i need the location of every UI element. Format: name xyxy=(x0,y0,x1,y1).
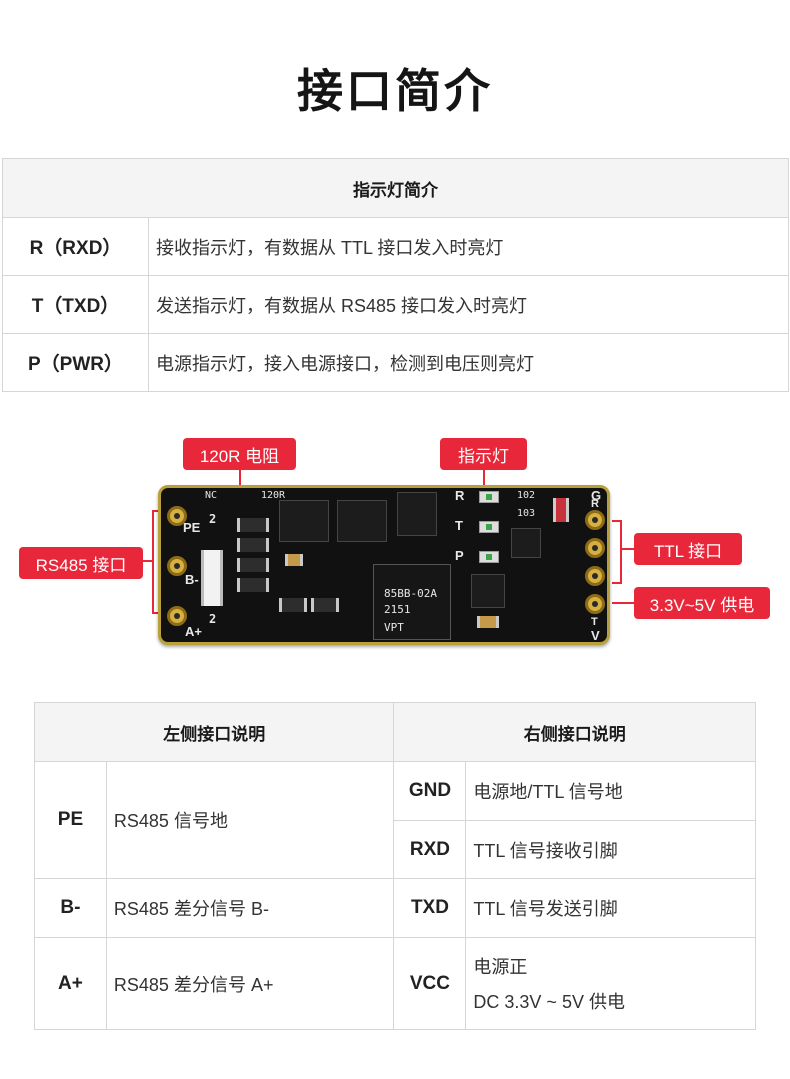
indicator-desc: 发送指示灯，有数据从 RS485 接口发入时亮灯 xyxy=(148,275,789,334)
table-row: R（RXD） 接收指示灯，有数据从 TTL 接口发入时亮灯 xyxy=(2,217,789,276)
callout-ttl: TTL 接口 xyxy=(634,533,742,565)
table-row: PE RS485 信号地 GND 电源地/TTL 信号地 xyxy=(34,761,756,879)
left-pin: A+ xyxy=(34,937,107,1030)
silk-nc: NC xyxy=(205,490,218,501)
callout-line xyxy=(239,466,241,492)
indicator-table-header-row: 指示灯简介 xyxy=(2,158,789,218)
ic-chip xyxy=(511,528,541,558)
pad-vcc xyxy=(585,594,605,614)
smd-part xyxy=(237,578,269,592)
table-row: A+ RS485 差分信号 A+ VCC 电源正 DC 3.3V ~ 5V 供电 xyxy=(34,937,756,1030)
right-desc: 电源地/TTL 信号地 xyxy=(465,761,756,821)
right-header: 右侧接口说明 xyxy=(393,702,756,762)
interface-table-header-row: 左侧接口说明 右侧接口说明 xyxy=(33,702,756,762)
smd-part xyxy=(285,554,303,566)
table-row: B- RS485 差分信号 B- TXD TTL 信号发送引脚 xyxy=(34,878,756,938)
pad-pe xyxy=(167,506,187,526)
vcc-desc-line1: 电源正 xyxy=(473,957,528,977)
vcc-desc-line2: DC 3.3V ~ 5V 供电 xyxy=(473,992,625,1012)
pin-label-a: A+ xyxy=(185,624,202,639)
chip-text: 2151 xyxy=(384,603,411,616)
callout-led: 指示灯 xyxy=(440,438,527,470)
pin-label-g: G xyxy=(591,488,602,503)
right-desc: TTL 信号接收引脚 xyxy=(465,820,756,879)
pin-label-b: B- xyxy=(185,572,199,587)
left-pin: PE xyxy=(34,761,107,879)
indicator-desc: 电源指示灯，接入电源接口，检测到电压则亮灯 xyxy=(148,333,789,392)
chip-text: VPT xyxy=(384,621,404,634)
pcb-board: PE B- A+ G R T V R T P NC 120R 102 103 2… xyxy=(158,485,610,645)
callout-line xyxy=(620,520,622,584)
smd-part xyxy=(237,558,269,572)
diode xyxy=(553,498,569,522)
led-label-r: R xyxy=(455,488,465,503)
callout-line xyxy=(620,548,634,550)
led-pwr xyxy=(479,551,499,563)
pad-txd xyxy=(585,566,605,586)
left-desc: RS485 信号地 xyxy=(105,761,395,879)
callout-line xyxy=(612,520,622,522)
smd-part xyxy=(279,598,307,612)
right-pin: TXD xyxy=(393,878,467,938)
callout-line xyxy=(152,510,154,614)
smd-part xyxy=(237,518,269,532)
smd-part xyxy=(237,538,269,552)
switch xyxy=(201,550,223,606)
callout-line xyxy=(483,466,485,492)
pad-rxd xyxy=(585,538,605,558)
silk-120r: 120R xyxy=(261,490,286,501)
pad-a xyxy=(167,606,187,626)
right-desc: 电源正 DC 3.3V ~ 5V 供电 xyxy=(465,937,756,1030)
led-label-p: P xyxy=(455,548,464,563)
callout-line xyxy=(142,560,154,562)
ic-chip xyxy=(471,574,505,608)
pin-label-v: V xyxy=(591,628,600,643)
indicator-table-header: 指示灯简介 xyxy=(2,158,789,218)
left-pin: B- xyxy=(34,878,107,938)
left-desc: RS485 差分信号 A+ xyxy=(105,937,395,1030)
right-desc: TTL 信号发送引脚 xyxy=(465,878,756,938)
right-pin: RXD xyxy=(393,820,467,879)
ic-chip xyxy=(397,492,437,536)
indicator-key: R（RXD） xyxy=(2,217,149,276)
chip-text: 85BB-02A xyxy=(384,587,437,600)
isolation-module: 85BB-02A 2151 VPT xyxy=(373,564,451,640)
indicator-key: P（PWR） xyxy=(2,333,149,392)
right-pin: VCC xyxy=(393,937,467,1030)
pin-label-t: T xyxy=(591,616,598,628)
led-rxd xyxy=(479,491,499,503)
left-header: 左侧接口说明 xyxy=(33,702,395,762)
silk-2b: 2 xyxy=(209,612,217,626)
callout-line xyxy=(612,582,622,584)
indicator-table: 指示灯简介 R（RXD） 接收指示灯，有数据从 TTL 接口发入时亮灯 T（TX… xyxy=(2,158,789,392)
led-txd xyxy=(479,521,499,533)
led-label-t: T xyxy=(455,518,463,533)
table-row: P（PWR） 电源指示灯，接入电源接口，检测到电压则亮灯 xyxy=(2,333,789,392)
callout-rs485: RS485 接口 xyxy=(19,547,143,579)
silk-102: 102 xyxy=(517,490,536,501)
interface-table: 左侧接口说明 右侧接口说明 PE RS485 信号地 GND 电源地/TTL 信… xyxy=(33,702,756,1030)
silk-103: 103 xyxy=(517,508,536,519)
ic-chip xyxy=(279,500,329,542)
pad-b xyxy=(167,556,187,576)
right-pin: GND xyxy=(393,761,467,821)
callout-resistor: 120R 电阻 xyxy=(183,438,296,470)
pin-label-r: R xyxy=(591,498,599,510)
callout-line xyxy=(612,602,634,604)
smd-part xyxy=(477,616,499,628)
indicator-key: T（TXD） xyxy=(2,275,149,334)
left-desc: RS485 差分信号 B- xyxy=(105,878,395,938)
ic-chip xyxy=(337,500,387,542)
callout-power: 3.3V~5V 供电 xyxy=(634,587,770,619)
table-row: RXD TTL 信号接收引脚 xyxy=(35,820,756,879)
page-title: 接口简介 xyxy=(297,65,493,117)
pad-gnd xyxy=(585,510,605,530)
board-illustration: 120R 电阻 指示灯 RS485 接口 TTL 接口 3.3V~5V 供电 P… xyxy=(0,430,790,660)
indicator-desc: 接收指示灯，有数据从 TTL 接口发入时亮灯 xyxy=(148,217,789,276)
table-row: T（TXD） 发送指示灯，有数据从 RS485 接口发入时亮灯 xyxy=(2,275,789,334)
smd-part xyxy=(311,598,339,612)
silk-2a: 2 xyxy=(209,512,217,526)
pin-label-pe: PE xyxy=(183,520,201,535)
